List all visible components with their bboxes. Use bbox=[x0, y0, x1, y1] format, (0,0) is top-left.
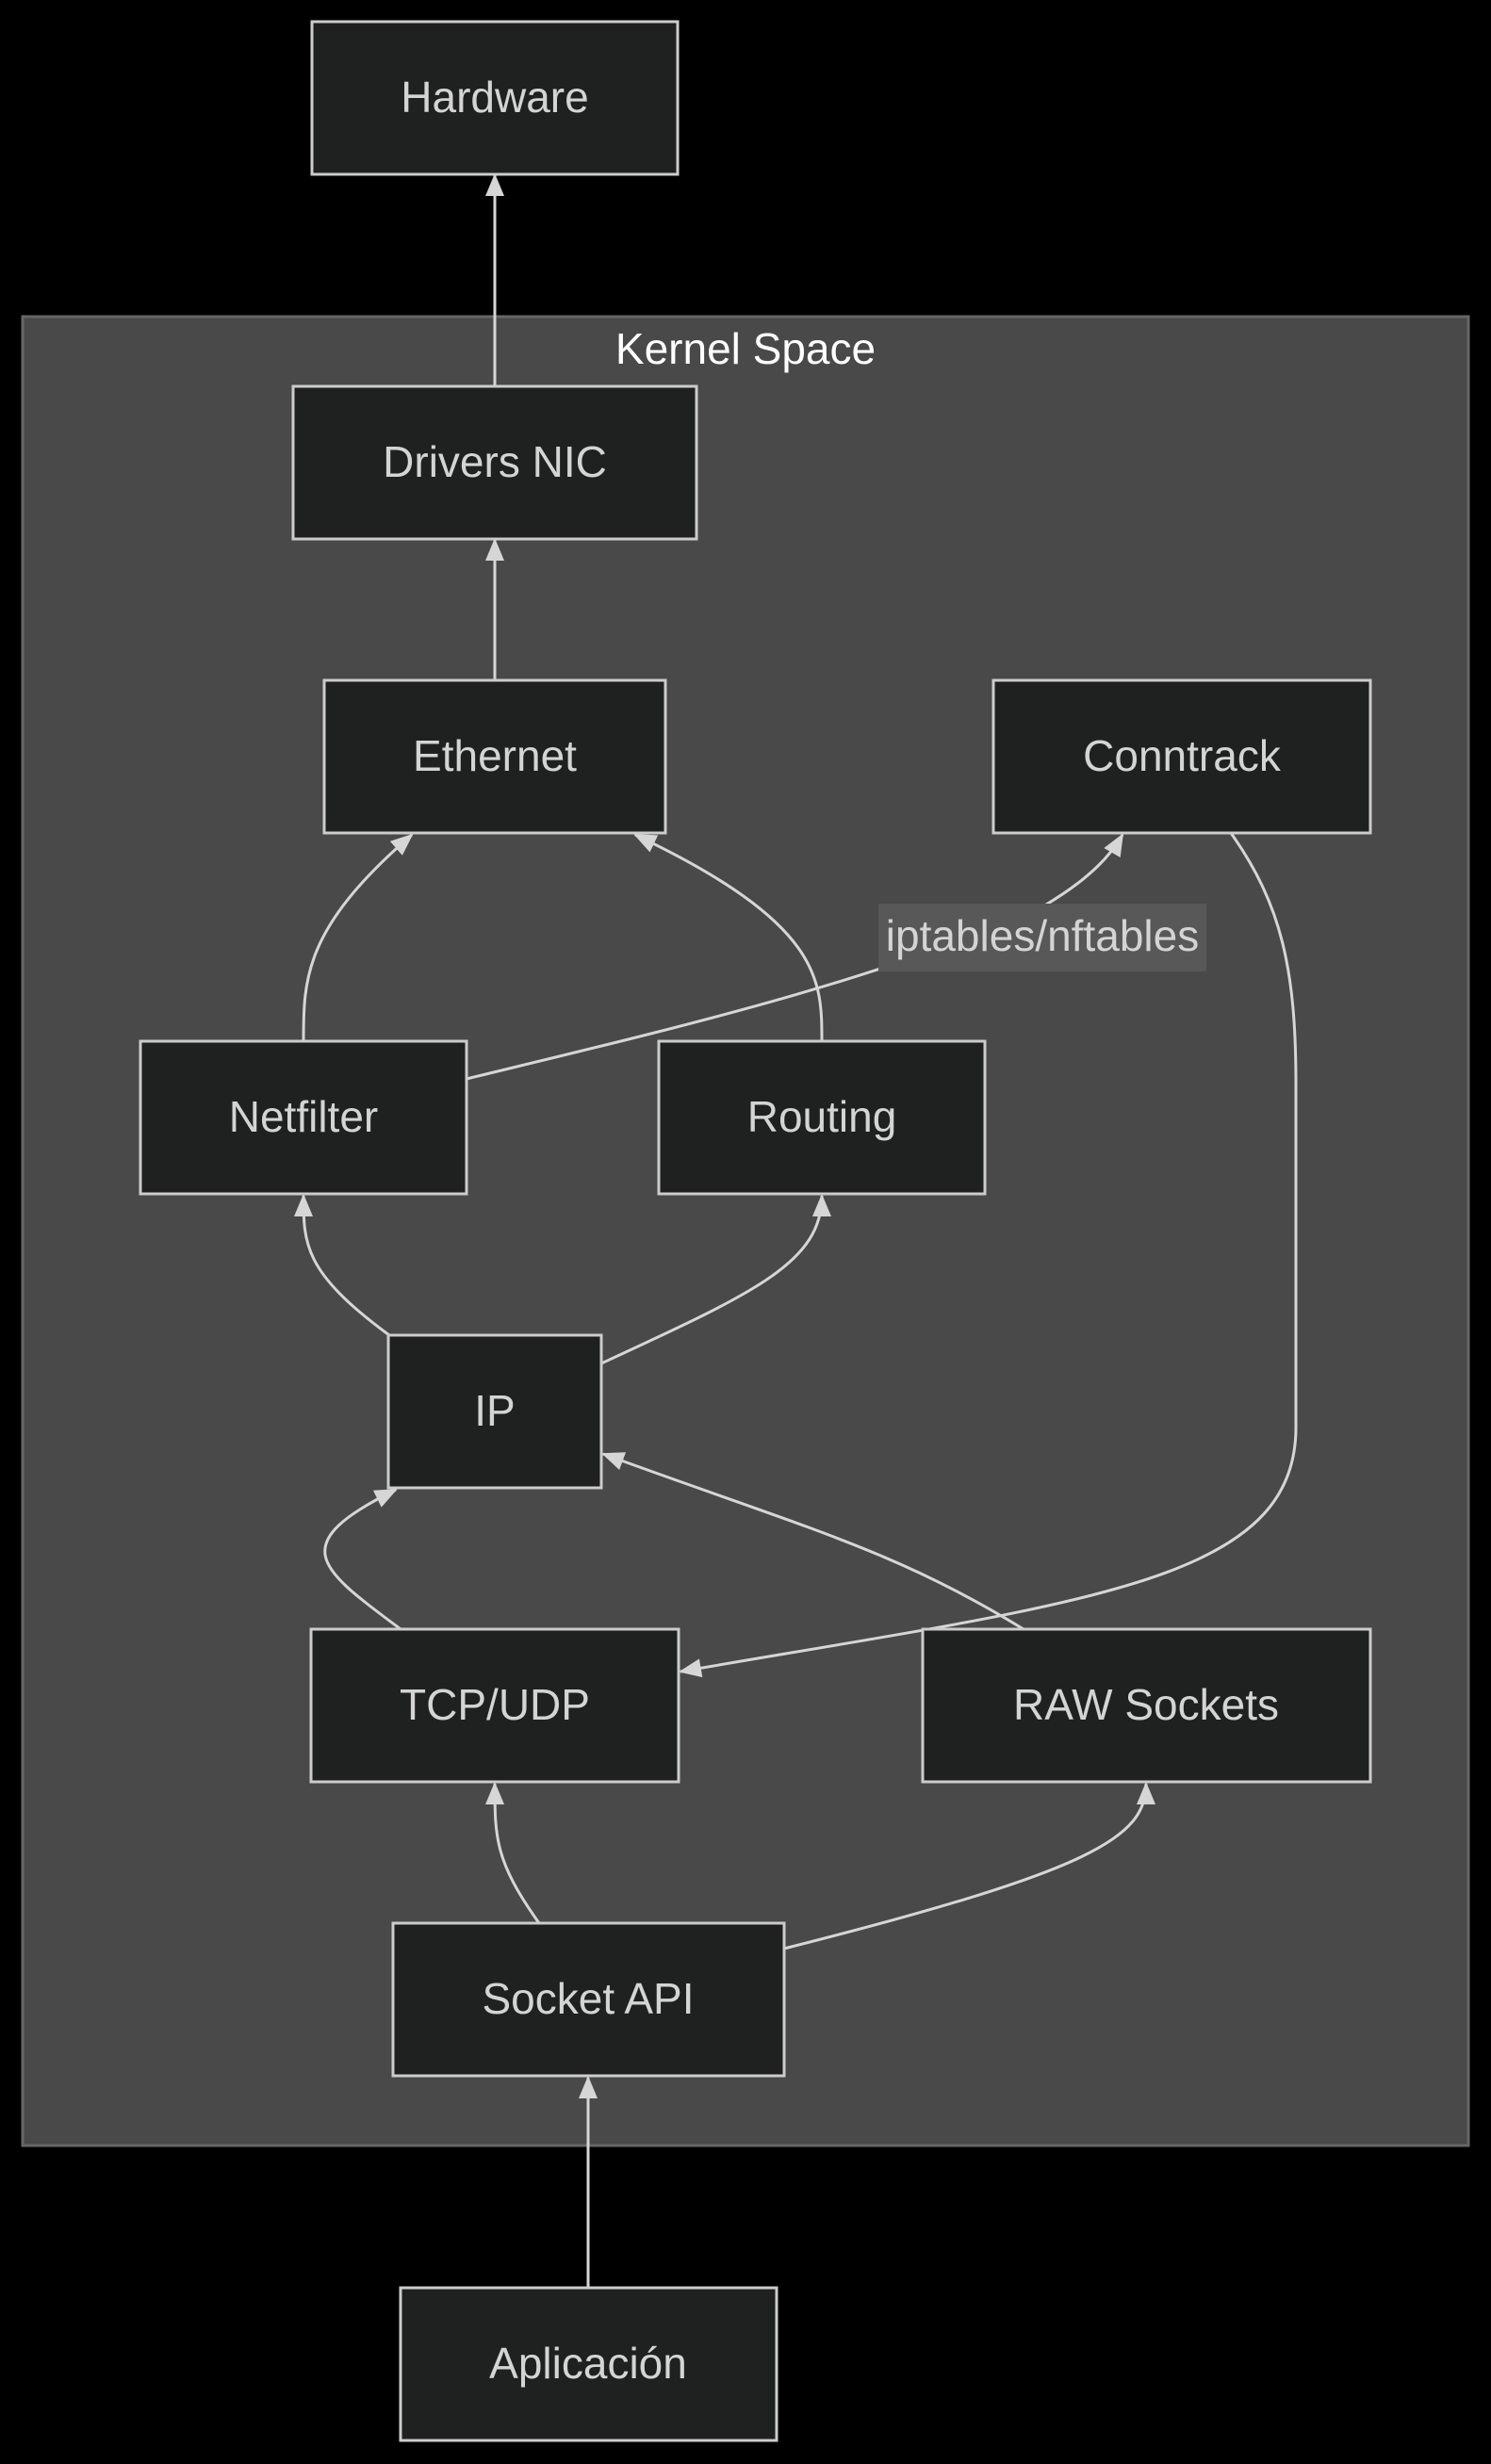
node-socket-api-label: Socket API bbox=[482, 1974, 694, 2023]
node-conntrack: Conntrack bbox=[991, 678, 1372, 835]
node-raw-sockets: RAW Sockets bbox=[921, 1627, 1372, 1784]
node-netfilter: Netfilter bbox=[139, 1039, 468, 1196]
node-drivers-nic: Drivers NIC bbox=[291, 384, 698, 541]
kernel-space-box bbox=[21, 315, 1470, 2147]
node-ip-label: IP bbox=[474, 1386, 515, 1435]
edge-conntrack-to-tcpudp bbox=[679, 832, 1298, 1678]
node-routing: Routing bbox=[657, 1039, 987, 1196]
edge-label-iptables: iptables/nftables bbox=[878, 904, 1206, 971]
edge-socketapi-to-tcpudp bbox=[485, 1782, 541, 1924]
node-ethernet-label: Ethernet bbox=[413, 731, 577, 780]
node-aplicacion-label: Aplicación bbox=[489, 2339, 687, 2388]
edge-tcpudp-to-ip bbox=[323, 1488, 401, 1631]
node-hardware-label: Hardware bbox=[401, 73, 588, 122]
node-conntrack-label: Conntrack bbox=[1083, 731, 1282, 780]
edge-routing-to-ethernet bbox=[633, 833, 824, 1042]
node-tcp-udp: TCP/UDP bbox=[309, 1627, 680, 1784]
node-drivers-nic-label: Drivers NIC bbox=[383, 437, 607, 486]
node-raw-sockets-label: RAW Sockets bbox=[1013, 1680, 1279, 1729]
edge-socketapi-to-raw bbox=[783, 1782, 1155, 1950]
nodes: Hardware Drivers NIC Ethernet Conntrack … bbox=[139, 20, 1372, 2442]
edge-label-text: iptables/nftables bbox=[886, 911, 1199, 960]
node-tcp-udp-label: TCP/UDP bbox=[400, 1680, 590, 1729]
edge-netfilter-to-ethernet bbox=[302, 833, 414, 1042]
node-ethernet: Ethernet bbox=[322, 678, 667, 835]
kernel-space-cluster: Kernel Space bbox=[21, 315, 1470, 2147]
node-netfilter-label: Netfilter bbox=[229, 1092, 378, 1141]
node-socket-api: Socket API bbox=[391, 1921, 786, 2078]
edge-ip-to-routing bbox=[600, 1194, 831, 1365]
edge-label-background bbox=[878, 904, 1206, 971]
edge-raw-to-ip bbox=[601, 1452, 1024, 1631]
node-ip: IP bbox=[386, 1333, 603, 1490]
edge-ip-to-netfilter bbox=[294, 1194, 390, 1337]
node-routing-label: Routing bbox=[747, 1092, 897, 1141]
node-aplicacion: Aplicación bbox=[399, 2286, 778, 2442]
node-hardware: Hardware bbox=[310, 20, 680, 176]
kernel-space-label: Kernel Space bbox=[615, 324, 876, 373]
